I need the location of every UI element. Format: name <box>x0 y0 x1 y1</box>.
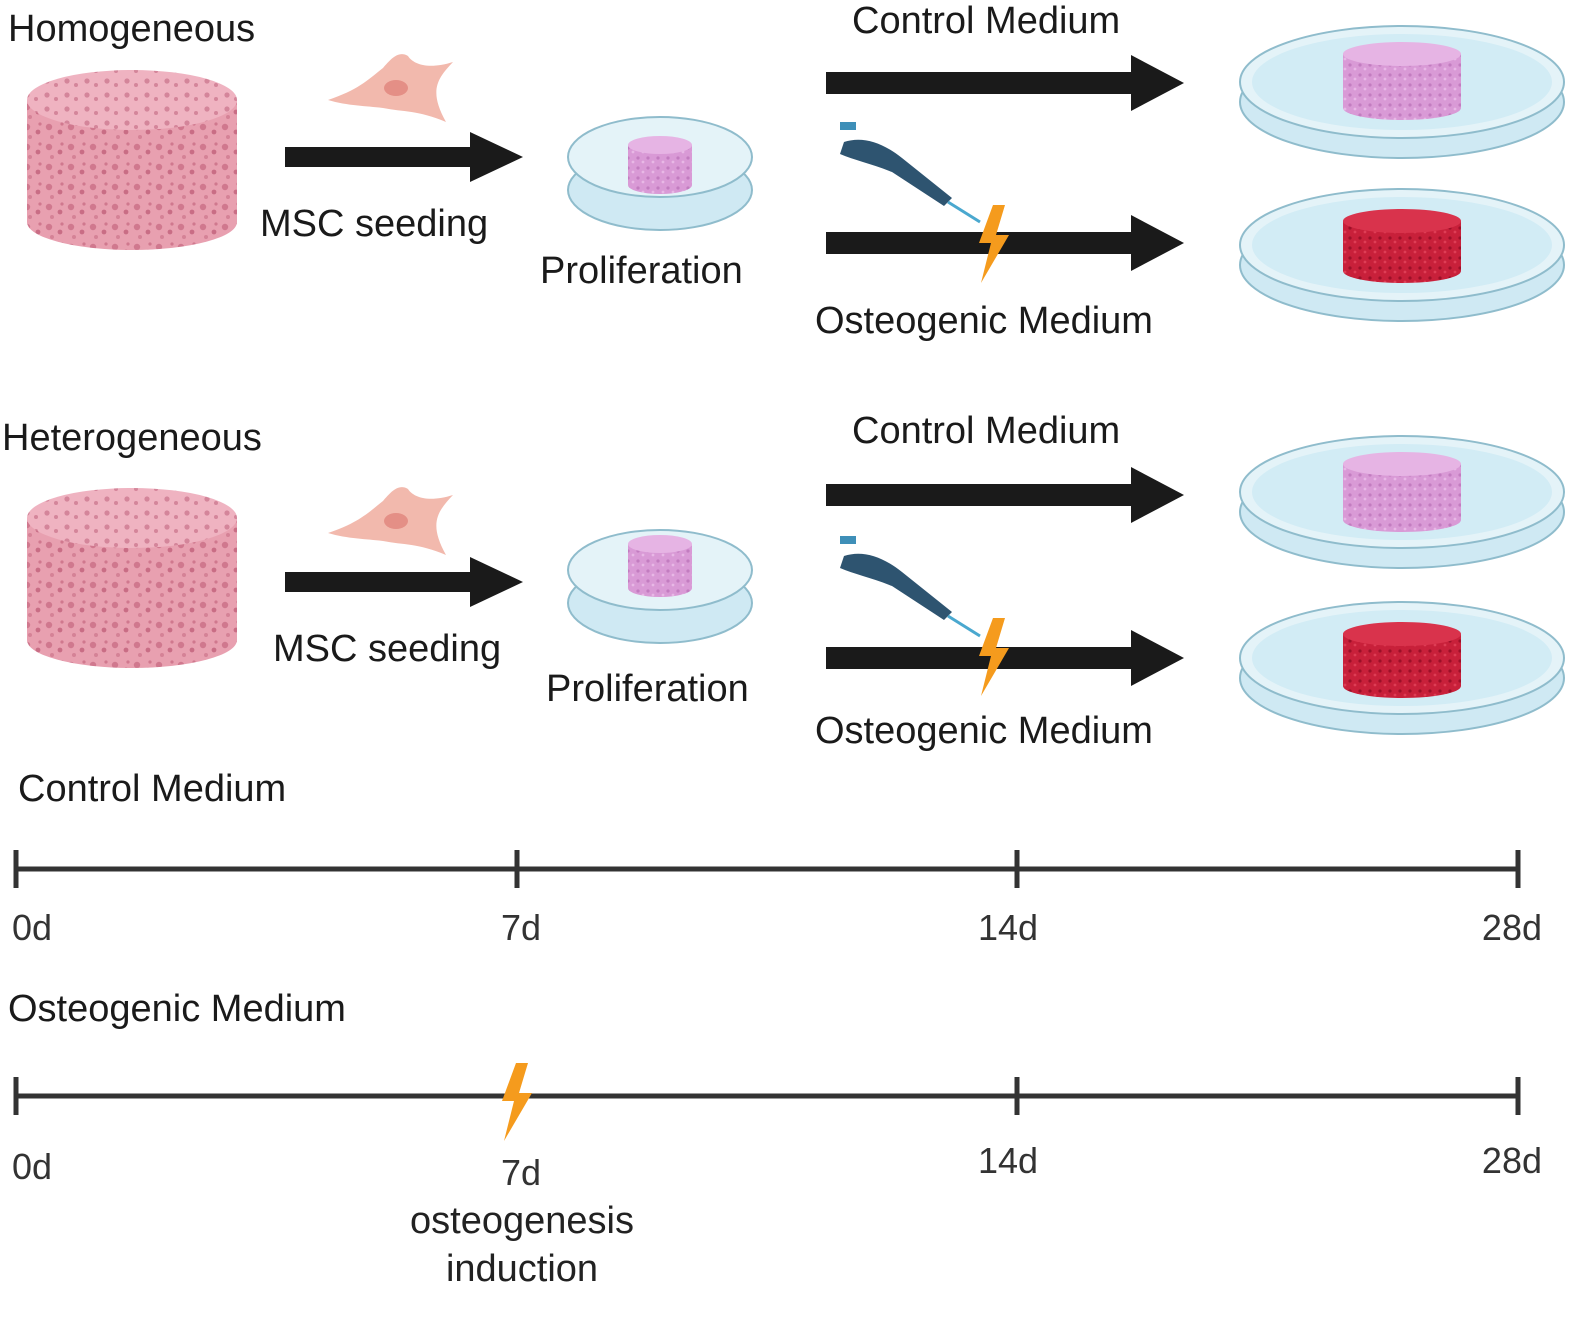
lightning-icon <box>502 1063 532 1141</box>
lightning-icon <box>979 618 1009 696</box>
proliferation-label: Proliferation <box>540 250 743 292</box>
timeline-axis <box>13 850 1521 888</box>
petri-dish-icon <box>567 116 753 231</box>
seeding-label: MSC seeding <box>260 203 489 245</box>
osteogenic-result-dish <box>1239 188 1565 322</box>
msc-cell-icon <box>328 487 453 555</box>
scaffold-icon <box>27 488 237 668</box>
row-title: Homogeneous <box>8 8 256 50</box>
control-label: Control Medium <box>852 410 1121 452</box>
tick-label-0d: 0d <box>12 907 53 948</box>
tick-label-14d: 14d <box>977 907 1039 948</box>
osteogenic-arrow <box>826 215 1184 271</box>
seeding-arrow <box>285 132 523 182</box>
proliferation-label: Proliferation <box>546 668 749 710</box>
tick-label-28d: 28d <box>1481 1140 1542 1181</box>
control-label: Control Medium <box>852 0 1121 42</box>
seeding-label: MSC seeding <box>273 628 502 670</box>
seeding-arrow <box>285 557 523 607</box>
pipette-icon <box>840 122 981 224</box>
timeline-title: Osteogenic Medium <box>8 988 346 1030</box>
control-result-dish <box>1239 25 1565 159</box>
petri-dish-icon <box>567 529 753 644</box>
osteogenic-label: Osteogenic Medium <box>815 300 1153 342</box>
tick-label-28d: 28d <box>1481 907 1542 948</box>
control-arrow <box>826 55 1184 111</box>
induction-label-line1: osteogenesis <box>410 1200 634 1242</box>
control-arrow <box>826 467 1184 523</box>
tick-label-14d: 14d <box>977 1140 1039 1181</box>
tick-label-0d: 0d <box>12 1146 53 1187</box>
row-title: Heterogeneous <box>2 417 262 459</box>
osteogenic-label: Osteogenic Medium <box>815 710 1153 752</box>
osteogenic-result-dish <box>1239 601 1565 735</box>
timeline-title: Control Medium <box>18 768 287 810</box>
timeline-axis <box>13 1077 1521 1115</box>
osteogenic-arrow <box>826 630 1184 686</box>
msc-cell-icon <box>328 54 453 122</box>
scaffold-icon <box>27 70 237 250</box>
lightning-icon <box>979 205 1009 283</box>
tick-label-7d: 7d <box>500 907 542 948</box>
induction-label-line2: induction <box>445 1248 599 1290</box>
control-result-dish <box>1239 435 1565 569</box>
tick-label-7d: 7d <box>500 1152 542 1193</box>
pipette-icon <box>840 536 981 638</box>
